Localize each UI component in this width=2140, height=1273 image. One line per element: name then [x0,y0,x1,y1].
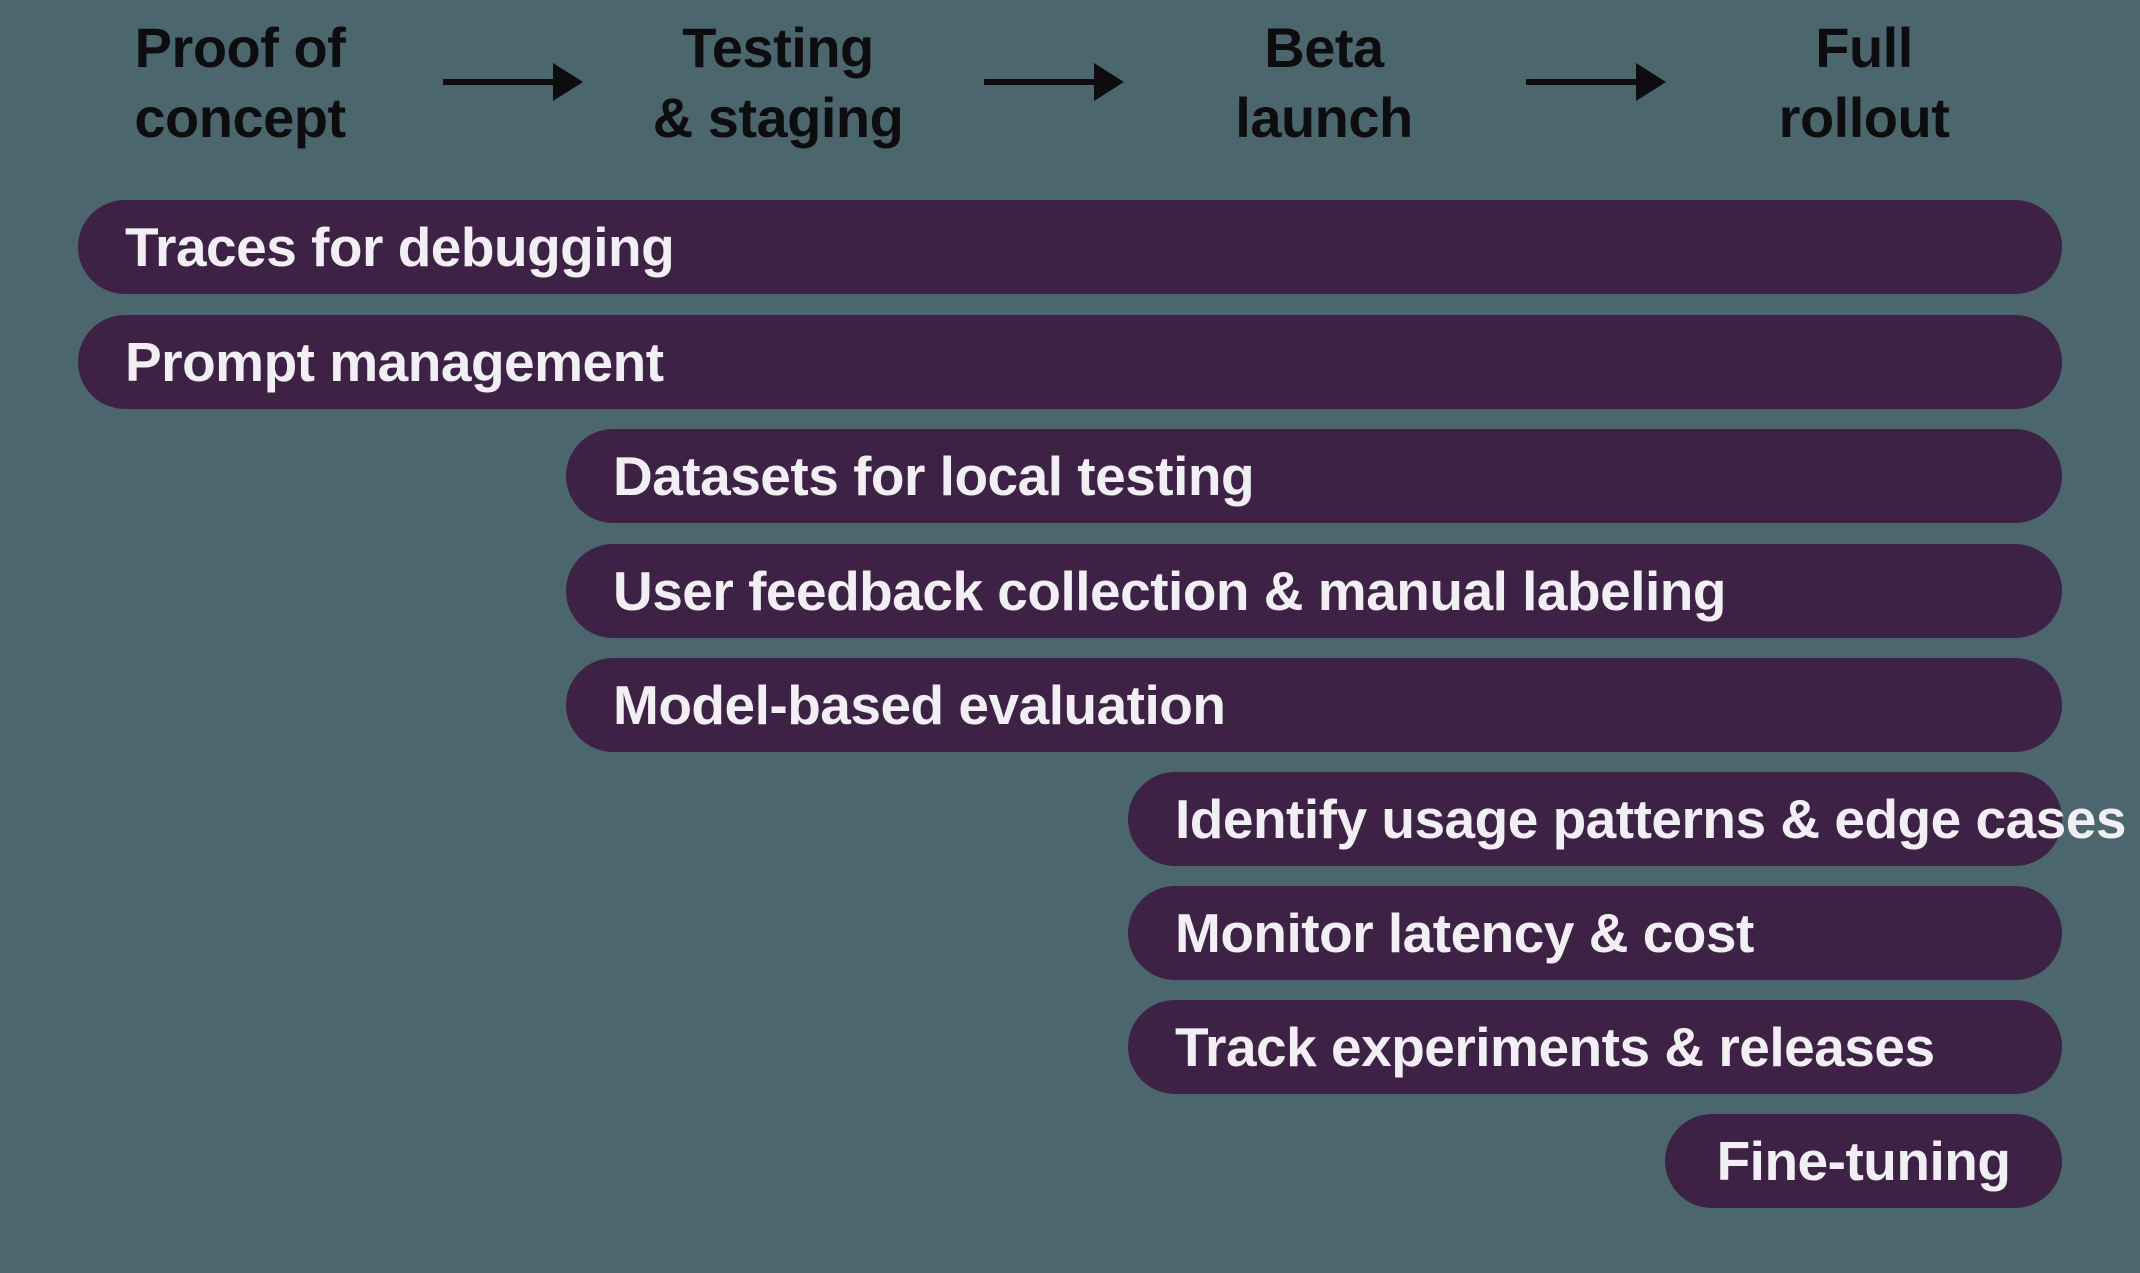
bar-traces-for-debugging: Traces for debugging [78,200,2062,294]
bar-monitor-latency-cost: Monitor latency & cost [1128,886,2062,980]
bar-track-experiments-releases: Track experiments & releases [1128,1000,2062,1094]
bar-user-feedback-manual-labeling: User feedback collection & manual labeli… [566,544,2062,638]
bar-fine-tuning: Fine-tuning [1665,1114,2062,1208]
phase-label-proof-of-concept: Proof of concept [134,16,346,149]
bar-model-based-evaluation: Model-based evaluation [566,658,2062,752]
phase-label-testing-staging: Testing & staging [652,16,904,149]
bar-identify-usage-patterns: Identify usage patterns & edge cases [1128,772,2126,866]
bar-datasets-for-local-testing: Datasets for local testing [566,429,2062,523]
arrow-icon [443,63,583,101]
arrow-icon [984,63,1124,101]
arrow-icon [1526,63,1666,101]
phase-label-full-rollout: Full rollout [1778,16,1950,149]
bar-prompt-management: Prompt management [78,315,2062,409]
phase-label-beta-launch: Beta launch [1235,16,1413,149]
